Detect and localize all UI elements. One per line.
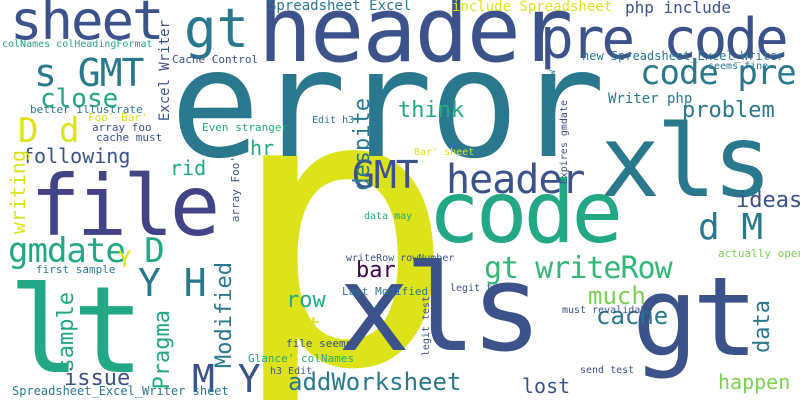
- word-legit-test-vertical: legit test: [421, 296, 432, 357]
- word-gmdate-d: gmdate D: [8, 231, 165, 271]
- word-think: think: [398, 98, 465, 123]
- word-data-may: data may: [364, 211, 413, 222]
- word-cache-control: Cache Control: [172, 53, 259, 66]
- word-expires-gmdate: Expires gmdate: [559, 100, 570, 185]
- word-data: data: [750, 300, 775, 353]
- word-gt-writerow: gt writeRow: [484, 251, 673, 286]
- word-gmt: GMT: [352, 153, 419, 197]
- word-issue: issue: [64, 366, 131, 391]
- word-lt: lt: [8, 262, 144, 400]
- word-better-illustrate: better illustrate: [30, 103, 143, 116]
- word-code: code: [428, 163, 623, 263]
- word-close: close: [40, 84, 119, 114]
- word-array-foo-vertical: array Foo': [229, 156, 242, 223]
- word-must-revalidate: must revalidate: [562, 305, 653, 316]
- word-sheet: sheet: [10, 0, 165, 52]
- word-new-spreadsheet-excel-writer: new Spreadsheet_Excel_Writer: [582, 49, 785, 63]
- word-xls-1: xls: [600, 103, 773, 220]
- word-happen: happen: [718, 370, 791, 394]
- word-rid: rid: [170, 156, 207, 180]
- word-even-stranger: Even stranger: [202, 121, 289, 134]
- word-code-pre: code pre: [640, 53, 797, 93]
- word-php-include: php include: [625, 0, 731, 17]
- word-pre-code: pre code: [540, 7, 789, 72]
- word-spreadsheet-excel: Spreadsheet Excel: [268, 0, 412, 14]
- word-hr: hr: [250, 136, 275, 160]
- word-writing: writing: [6, 150, 30, 235]
- word-actually-open: actually open: [718, 247, 800, 260]
- word-ideas: ideas: [736, 188, 800, 213]
- word-h3-edit: h3 Edit: [270, 366, 313, 377]
- word-pragma: Pragma: [150, 310, 175, 390]
- word-modified: Modified: [212, 262, 237, 368]
- word-lost: lost: [522, 374, 571, 398]
- word-gt-2: gt: [184, 0, 250, 60]
- word-row: row: [286, 288, 326, 313]
- word-include-spreadsheet: include Spreadsheet: [452, 0, 613, 15]
- word-seems-fine: seems fine: [708, 61, 769, 72]
- word-d-d: D d: [18, 111, 80, 151]
- word-despite: despite: [350, 98, 375, 191]
- word-file-seems: file seems: [286, 337, 353, 350]
- word-sample: sample: [54, 292, 79, 372]
- word-m-y: M Y: [192, 357, 261, 400]
- word-cache-must: cache must: [96, 131, 163, 144]
- word-edit-h3: Edit h3: [312, 115, 355, 126]
- word-bar: bar: [356, 258, 396, 283]
- word-y: Y: [118, 248, 132, 273]
- word-glance-colnames: Glance' colNames: [248, 352, 354, 365]
- word-p: p: [228, 10, 457, 400]
- word-d-m: d M: [698, 207, 764, 248]
- word-writerow-rownumber: writeRow rowNumber: [346, 253, 455, 264]
- word-much: much: [588, 282, 646, 310]
- word-problem: problem: [682, 98, 775, 123]
- word-colnames-colheadingformat: colNames colHeadingFormat: [2, 39, 153, 50]
- word-s-gmt: s GMT: [34, 51, 144, 95]
- word-fact: fact: [268, 314, 321, 339]
- word-spreadsheet-excel-writer-sheet: Spreadsheet_Excel_Writer sheet: [12, 384, 229, 398]
- word-cache: cache: [596, 302, 669, 330]
- word-send-test: send test: [580, 365, 635, 376]
- word-header: header: [258, 0, 573, 83]
- word-bar-sheet: Bar' sheet: [414, 147, 475, 158]
- word-error: error: [170, 18, 606, 192]
- word-array-foo: array foo: [92, 121, 152, 134]
- word-gt-1: gt: [632, 253, 758, 381]
- word-following: following: [22, 144, 131, 168]
- word-y-h: Y H: [138, 261, 207, 305]
- word-foo-bar: Foo' Bar': [88, 111, 148, 124]
- word-rownumber-row: rowNumber row: [547, 70, 558, 149]
- word-excel-writer: Excel Writer: [157, 20, 173, 122]
- word-first-sample: first sample: [36, 263, 116, 276]
- word-legit-test: legit test: [450, 283, 511, 294]
- word-writer-php: Writer php: [608, 91, 693, 107]
- word-last-modified: Last Modified: [342, 285, 429, 298]
- word-addworksheet: addWorksheet: [288, 368, 462, 396]
- word-xls-2: xls: [338, 240, 543, 379]
- word-header-2: header: [446, 157, 585, 203]
- word-file: file: [30, 157, 220, 255]
